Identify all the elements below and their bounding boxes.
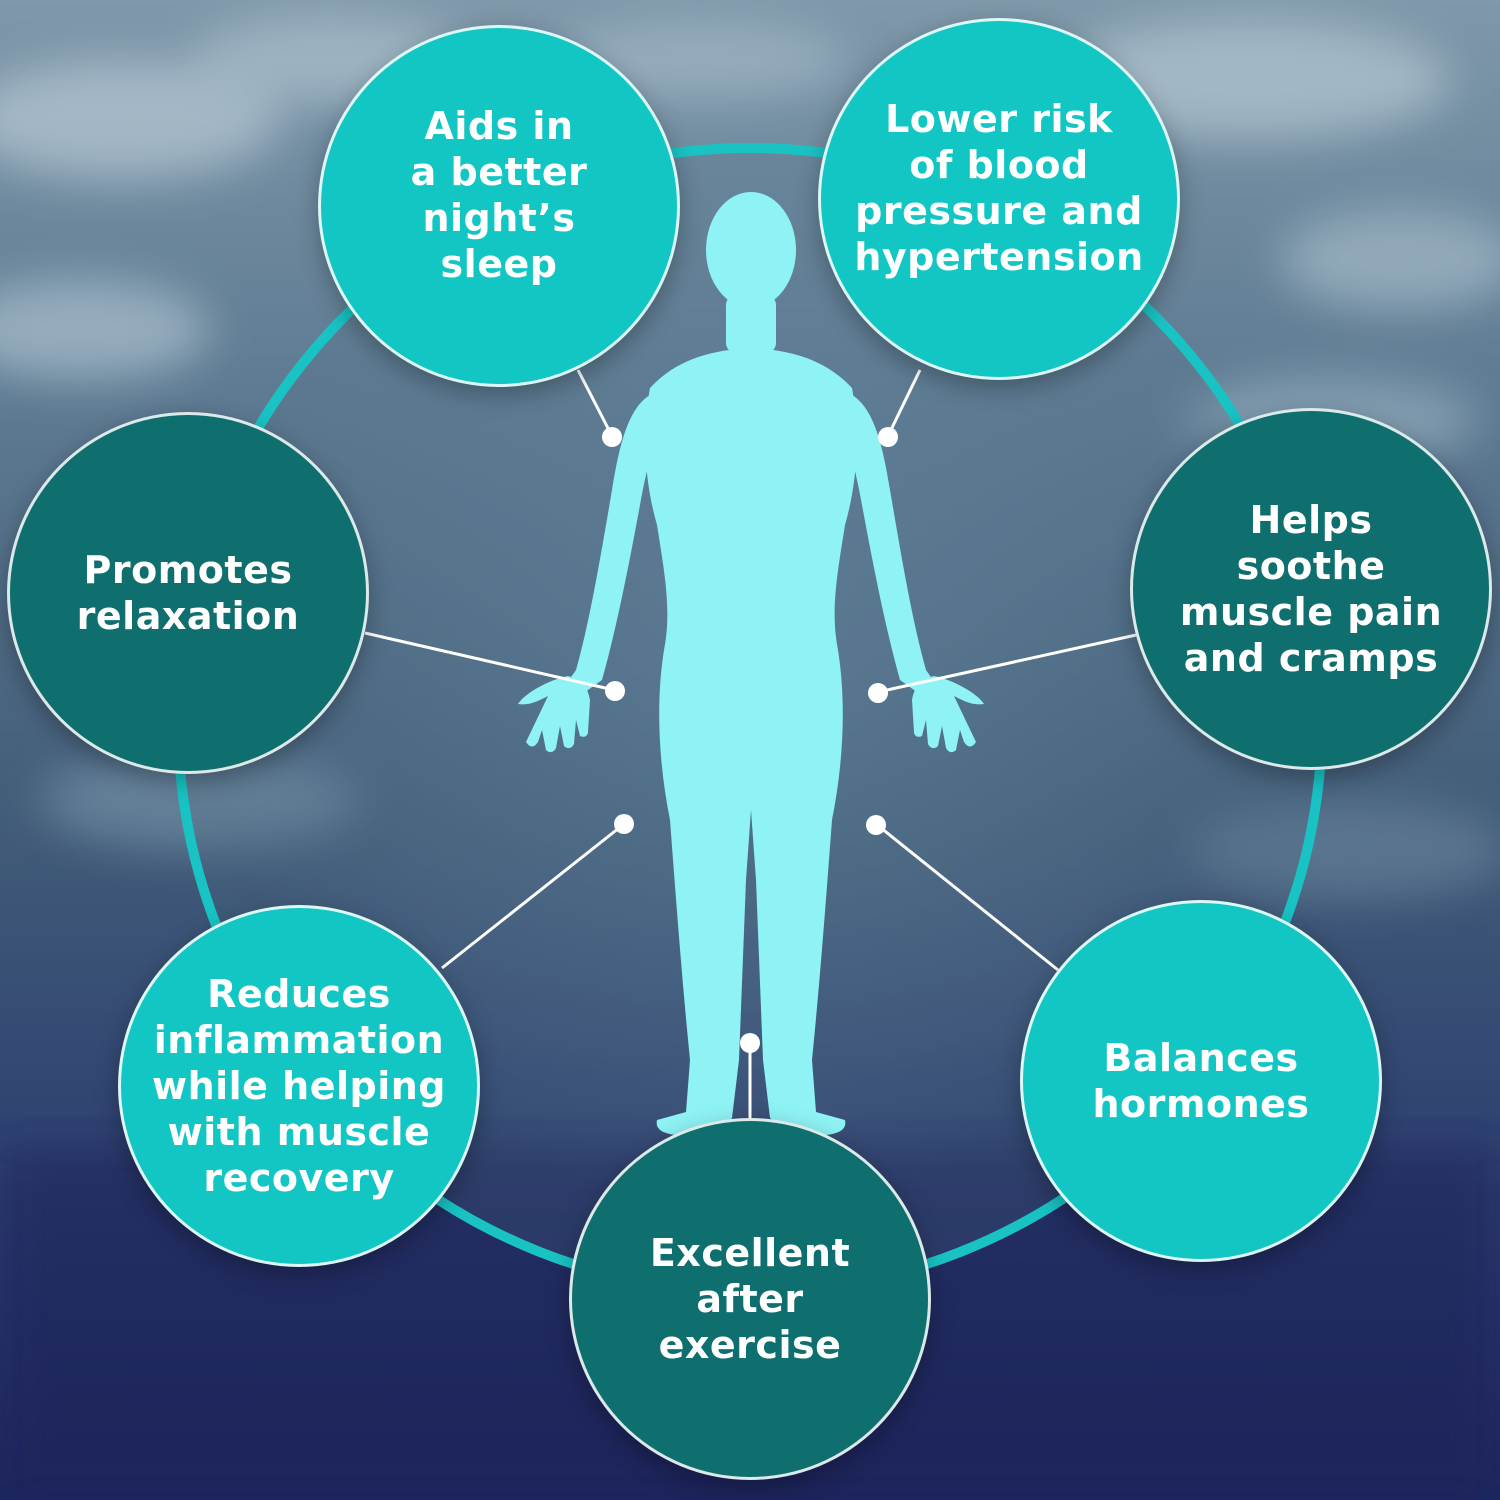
- benefit-text-sleep: Aids in a better night’s sleep: [410, 104, 588, 286]
- connector-dot: [868, 683, 888, 703]
- connector-dot: [878, 427, 898, 447]
- connector-muscle-pain: [877, 633, 1137, 694]
- benefit-circle-muscle-pain: Helps soothe muscle pain and cramps: [1130, 408, 1492, 770]
- benefit-text-relaxation: Promotes relaxation: [76, 548, 300, 638]
- benefit-circle-sleep: Aids in a better night’s sleep: [318, 25, 680, 387]
- benefit-circle-inflammation: Reduces inflammation while helping with …: [118, 905, 480, 1267]
- connector-dot: [740, 1033, 760, 1053]
- benefit-text-muscle-pain: Helps soothe muscle pain and cramps: [1179, 498, 1443, 680]
- connector-dot: [605, 681, 625, 701]
- connector-dot: [614, 814, 634, 834]
- connector-dot: [602, 427, 622, 447]
- benefit-circle-relaxation: Promotes relaxation: [7, 412, 369, 774]
- connector-blood-pressure: [886, 369, 922, 437]
- benefit-circle-hormones: Balances hormones: [1020, 900, 1382, 1262]
- benefit-text-exercise: Excellent after exercise: [649, 1231, 851, 1367]
- connector-dots: [602, 427, 898, 1053]
- connector-relaxation: [364, 631, 615, 692]
- connector-sleep: [576, 369, 614, 437]
- benefit-text-inflammation: Reduces inflammation while helping with …: [151, 972, 447, 1200]
- connector-dot: [866, 815, 886, 835]
- benefit-circle-blood-pressure: Lower risk of blood pressure and hyperte…: [818, 18, 1180, 380]
- connector-lines: [364, 369, 1137, 1118]
- human-body-silhouette-icon: [518, 192, 984, 1137]
- connector-inflammation: [441, 822, 625, 970]
- connector-hormones: [875, 822, 1059, 972]
- benefit-circle-exercise: Excellent after exercise: [569, 1118, 931, 1480]
- benefit-text-blood-pressure: Lower risk of blood pressure and hyperte…: [854, 97, 1144, 279]
- benefit-text-hormones: Balances hormones: [1092, 1036, 1310, 1126]
